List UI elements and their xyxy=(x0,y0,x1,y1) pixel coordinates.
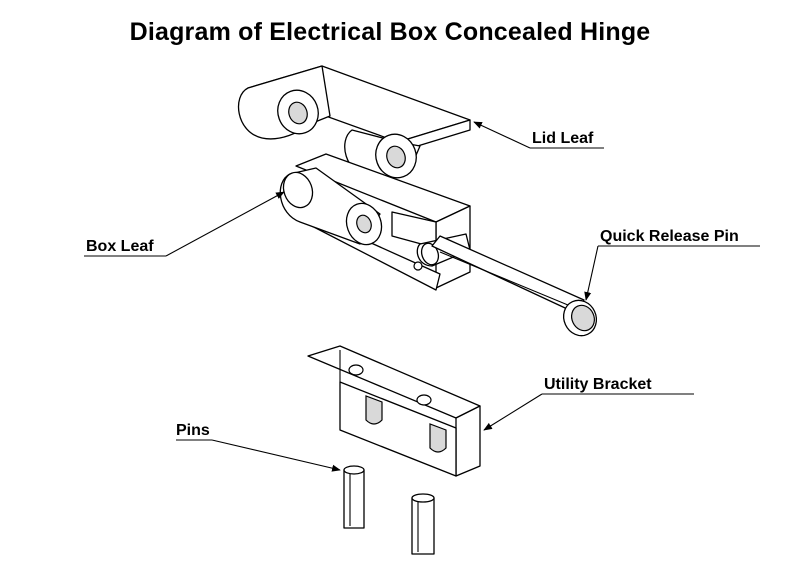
pin-2 xyxy=(411,493,435,555)
quick-release-pin-part xyxy=(431,235,598,337)
box-leaf-part xyxy=(279,153,471,291)
callout-pins: Pins xyxy=(176,422,341,472)
quick-release-pin-label: Quick Release Pin xyxy=(600,228,739,245)
lid-leaf-part xyxy=(238,65,471,179)
utility-bracket-label: Utility Bracket xyxy=(544,376,652,393)
pin-1 xyxy=(343,465,365,529)
utility-bracket-part xyxy=(307,345,481,477)
callout-quick-release-pin: Quick Release Pin xyxy=(584,228,760,301)
pins-label: Pins xyxy=(176,422,210,439)
page-title: Diagram of Electrical Box Concealed Hing… xyxy=(129,18,651,46)
lid-leaf-label: Lid Leaf xyxy=(532,130,594,147)
callout-utility-bracket: Utility Bracket xyxy=(483,376,694,431)
pins-part xyxy=(343,465,435,555)
box-leaf-label: Box Leaf xyxy=(86,238,154,255)
callout-lid-leaf: Lid Leaf xyxy=(473,121,604,149)
callout-box-leaf: Box Leaf xyxy=(84,191,285,257)
